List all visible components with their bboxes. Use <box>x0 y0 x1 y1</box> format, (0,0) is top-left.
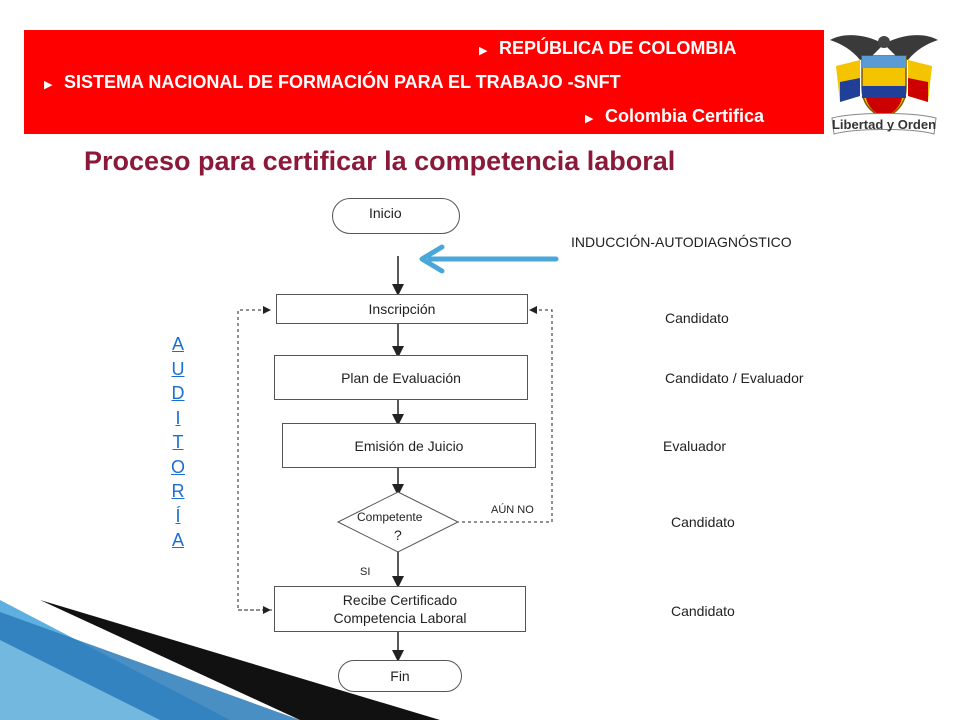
header-line-program: Colombia Certifica <box>605 106 765 126</box>
end-node: Fin <box>338 660 462 692</box>
coat-of-arms-seal: Libertad y Orden <box>826 26 942 138</box>
role-inscription: Candidato <box>665 310 729 326</box>
certificate-label-line1: Recibe Certificado <box>342 592 458 608</box>
bullet-icon: ▶ <box>585 113 594 125</box>
audit-letter: D <box>171 383 185 403</box>
not-yet-label: AÚN NO <box>491 504 534 516</box>
role-decision: Candidato <box>671 514 735 530</box>
certificate-label-line2: Competencia Laboral <box>333 610 467 626</box>
header-banner: ▶ REPÚBLICA DE COLOMBIA ▶ SISTEMA NACION… <box>24 30 824 134</box>
audit-side-label: A U D I T O R Í A <box>168 332 188 553</box>
bullet-icon: ▶ <box>479 45 488 57</box>
not-yet-loop <box>456 306 553 523</box>
header-line-country: REPÚBLICA DE COLOMBIA <box>499 38 737 58</box>
audit-letter: A <box>171 334 184 354</box>
role-certificate: Candidato <box>671 603 735 619</box>
judgment-label: Emisión de Juicio <box>354 437 464 454</box>
induction-label: INDUCCIÓN-AUTODIAGNÓSTICO <box>571 234 792 250</box>
judgment-box: Emisión de Juicio <box>282 423 536 468</box>
yes-label: SI <box>360 566 371 578</box>
audit-letter: I <box>175 407 181 428</box>
decision-label: Competente <box>357 510 423 524</box>
inscription-box: Inscripción <box>276 294 528 324</box>
bullet-icon: ▶ <box>44 79 53 91</box>
decor-stripe-teal <box>0 640 160 720</box>
audit-letter: U <box>171 358 185 379</box>
start-node: Inicio <box>332 198 460 234</box>
audit-letter: O <box>170 456 185 477</box>
evaluation-plan-label: Plan de Evaluación <box>341 369 461 386</box>
audit-letter: A <box>171 530 184 550</box>
seal-motto: Libertad y Orden <box>832 117 936 132</box>
decision-diamond <box>336 491 460 553</box>
audit-letter: R <box>171 481 185 501</box>
end-label: Fin <box>390 668 410 684</box>
role-evaluation-plan: Candidato / Evaluador <box>665 370 804 386</box>
decor-stripe-dark <box>40 600 440 720</box>
audit-letter: Í <box>175 505 181 526</box>
header-line-system: SISTEMA NACIONAL DE FORMACIÓN PARA EL TR… <box>64 72 621 92</box>
page-title: Proceso para certificar la competencia l… <box>84 146 676 176</box>
start-label: Inicio <box>369 205 402 221</box>
certificate-box: Recibe Certificado Competencia Laboral <box>274 586 526 632</box>
audit-letter: T <box>172 432 184 452</box>
inscription-label: Inscripción <box>368 301 436 317</box>
decision-question-mark: ? <box>394 527 402 543</box>
role-judgment: Evaluador <box>663 438 727 454</box>
evaluation-plan-box: Plan de Evaluación <box>274 355 528 400</box>
audit-loop-to-inscription <box>237 306 272 611</box>
